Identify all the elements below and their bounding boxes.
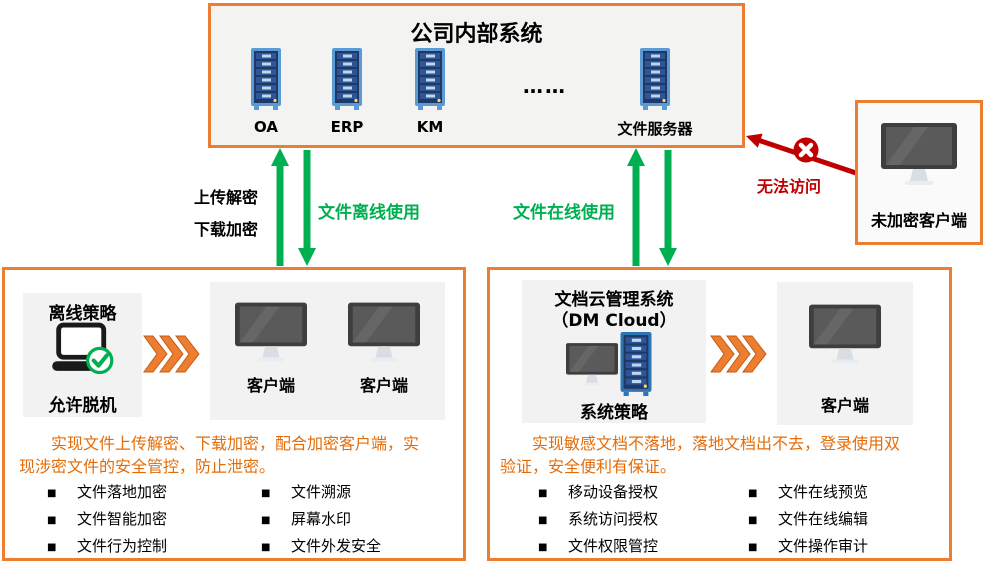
feature-label: 文件在线预览 — [778, 483, 869, 501]
unencrypted-client-label: 未加密客户端 — [870, 211, 967, 230]
cloud-client-panel: 客户端 — [777, 282, 913, 425]
feature-label: 文件权限管控 — [568, 537, 659, 555]
bullet-icon: ■ — [538, 515, 548, 526]
chevrons-right-icon — [143, 335, 200, 373]
feature-item: ■ 文件行为控制 — [47, 535, 167, 556]
monitor-icon — [348, 302, 420, 362]
bullet-icon: ■ — [261, 488, 271, 499]
client-label: 客户端 — [820, 396, 869, 415]
ellipsis-text: …… — [523, 74, 567, 98]
offline-policy-panel: 离线策略 允许脱机 — [23, 293, 142, 417]
feature-item: ■ 文件权限管控 — [538, 535, 658, 556]
feature-label: 文件在线编辑 — [778, 510, 869, 528]
monitor-icon — [235, 302, 307, 362]
feature-label: 屏幕水印 — [291, 510, 352, 528]
download-encrypt-label: 下载加密 — [194, 220, 259, 239]
server-icon — [332, 48, 362, 110]
dm-cloud-title-line2: （DM Cloud） — [551, 311, 677, 331]
feature-item: ■ 文件溯源 — [261, 481, 351, 502]
server-unit-file-server: 文件服务器 — [610, 48, 700, 139]
feature-label: 文件溯源 — [291, 483, 352, 501]
feature-item: ■ 文件外发安全 — [261, 535, 381, 556]
feature-label: 文件行为控制 — [77, 537, 168, 555]
client-label: 客户端 — [246, 376, 295, 395]
server-icon — [251, 48, 281, 110]
bullet-icon: ■ — [47, 542, 57, 553]
laptop-check-icon — [52, 322, 114, 375]
description-line: 现涉密文件的安全管控，防止泄密。 — [19, 457, 276, 476]
offline-use-label: 文件离线使用 — [318, 203, 420, 223]
bullet-icon: ■ — [748, 542, 758, 553]
feature-label: 文件操作审计 — [778, 537, 869, 555]
feature-item: ■ 文件操作审计 — [748, 535, 868, 556]
allow-offline-label: 允许脱机 — [48, 396, 117, 416]
feature-item: ■ 文件在线编辑 — [748, 508, 868, 529]
feature-label: 文件落地加密 — [77, 483, 168, 501]
online-flow-down-arrow — [659, 150, 677, 266]
feature-label: 系统访问授权 — [568, 510, 659, 528]
no-access-label: 无法访问 — [757, 177, 822, 196]
offline-description: 实现文件上传解密、下载加密，配合加密客户端，实 现涉密文件的安全管控，防止泄密。 — [19, 432, 461, 478]
bullet-icon: ■ — [748, 488, 758, 499]
server-icon — [640, 48, 670, 110]
monitor-icon — [881, 123, 957, 185]
offline-flow-up-arrow — [271, 148, 289, 266]
server-icon — [620, 332, 652, 396]
feature-label: 移动设备授权 — [568, 483, 659, 501]
server-label-file-server: 文件服务器 — [617, 120, 693, 138]
monitor-icon — [809, 304, 881, 364]
bullet-icon: ■ — [261, 515, 271, 526]
server-icon — [415, 48, 445, 110]
cloud-description: 实现敏感文档不落地，落地文档出不去，登录使用双 验证，安全便利有保证。 — [500, 432, 952, 478]
monitor-icon — [566, 343, 618, 386]
offline-flow-down-arrow — [298, 150, 316, 266]
server-unit-erp: ERP — [302, 48, 392, 136]
feature-label: 文件智能加密 — [77, 510, 168, 528]
dm-cloud-title-line1: 文档云管理系统 — [554, 290, 674, 310]
bullet-icon: ■ — [538, 488, 548, 499]
feature-item: ■ 系统访问授权 — [538, 508, 658, 529]
offline-clients-panel: 客户端 客户端 — [210, 282, 445, 420]
description-line: 验证，安全便利有保证。 — [500, 457, 677, 476]
server-label-oa: OA — [254, 118, 278, 136]
server-unit-km: KM — [385, 48, 475, 136]
upload-decrypt-label: 上传解密 — [194, 188, 259, 207]
bullet-icon: ■ — [261, 542, 271, 553]
client-unit: 客户端 — [216, 302, 326, 396]
feature-item: ■ 移动设备授权 — [538, 481, 658, 502]
company-system-title: 公司内部系统 — [410, 22, 543, 47]
system-policy-label: 系统策略 — [580, 403, 648, 423]
dm-cloud-box: 文档云管理系统 （DM Cloud） 系统策略 — [487, 267, 952, 561]
bullet-icon: ■ — [748, 515, 758, 526]
online-use-label: 文件在线使用 — [513, 203, 615, 223]
bullet-icon: ■ — [47, 488, 57, 499]
unencrypted-client-box: 未加密客户端 — [855, 100, 983, 245]
feature-item: ■ 文件智能加密 — [47, 508, 167, 529]
chevrons-right-icon — [710, 335, 767, 373]
online-flow-up-arrow — [627, 148, 645, 266]
bullet-icon: ■ — [47, 515, 57, 526]
offline-policy-box: 离线策略 允许脱机 — [2, 267, 466, 561]
server-label-km: KM — [416, 118, 444, 136]
feature-item: ■ 文件落地加密 — [47, 481, 167, 502]
bullet-icon: ■ — [538, 542, 548, 553]
server-unit-oa: OA — [221, 48, 311, 136]
feature-label: 文件外发安全 — [291, 537, 382, 555]
feature-item: ■ 文件在线预览 — [748, 481, 868, 502]
blocked-x-icon — [793, 137, 819, 163]
offline-policy-title: 离线策略 — [48, 304, 117, 324]
client-unit: 客户端 — [329, 302, 439, 396]
description-line: 实现敏感文档不落地，落地文档出不去，登录使用双 — [532, 434, 901, 453]
description-line: 实现文件上传解密、下载加密，配合加密客户端，实 — [51, 434, 420, 453]
feature-item: ■ 屏幕水印 — [261, 508, 351, 529]
client-label: 客户端 — [359, 376, 408, 395]
dm-cloud-system-panel: 文档云管理系统 （DM Cloud） 系统策略 — [522, 280, 706, 423]
company-internal-system-box: 公司内部系统 OA — [208, 3, 745, 148]
server-label-erp: ERP — [330, 118, 364, 136]
